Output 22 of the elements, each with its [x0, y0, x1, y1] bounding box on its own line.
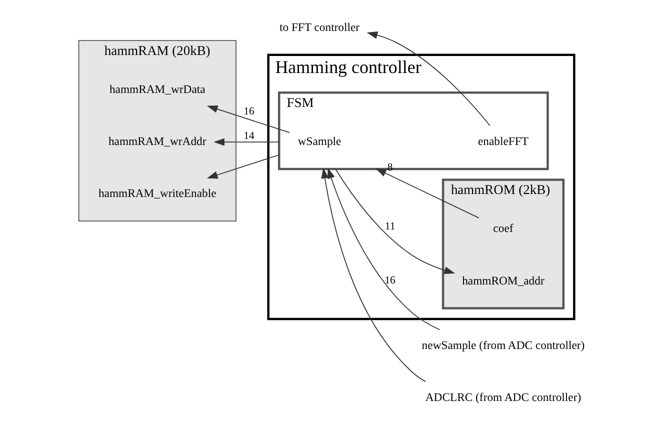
- arrow: [206, 154, 280, 179]
- arrow: [214, 138, 280, 146]
- node-text: to FFT controller: [279, 21, 360, 34]
- arrow: [206, 105, 290, 134]
- node-text: hammRAM_writeEnable: [98, 187, 216, 200]
- node-text: hammRAM_wrData: [109, 82, 206, 96]
- node-text: newSample (from ADC controller): [422, 339, 585, 352]
- edge-label: 16: [384, 274, 396, 287]
- edge-label: 14: [244, 130, 254, 142]
- node-text: enableFFT: [478, 135, 528, 148]
- arrow: [328, 168, 440, 330]
- node-text: coef: [493, 222, 514, 236]
- node-text: hammRAM_wrAddr: [108, 135, 206, 148]
- arrow: [321, 168, 426, 382]
- edge-label: 16: [244, 106, 254, 118]
- edge-label: 11: [384, 220, 396, 233]
- arrow: [366, 31, 490, 126]
- arrow: [335, 168, 456, 274]
- node-text: hammROM_addr: [462, 274, 544, 288]
- node-text: wSample: [298, 135, 342, 148]
- arrow: [375, 168, 480, 218]
- node-text: ADCLRC (from ADC controller): [425, 391, 582, 404]
